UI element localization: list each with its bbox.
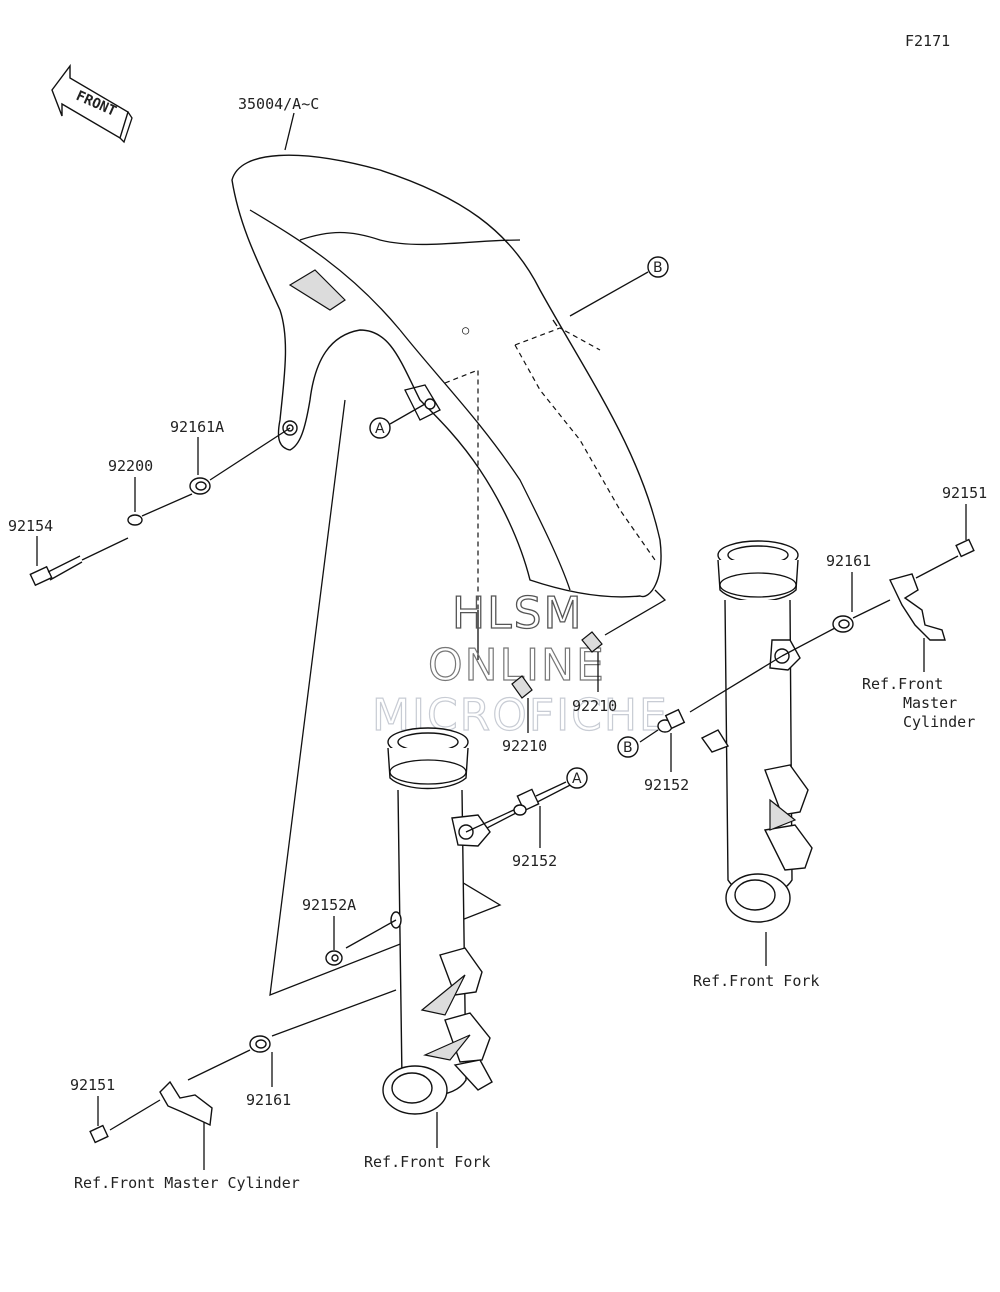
ref-master-cyl-right-2: Master — [903, 694, 957, 712]
callout-92154: 92154 — [8, 517, 53, 535]
collar-92152-right — [657, 708, 686, 733]
callout-92161-right: 92161 — [826, 552, 871, 570]
clip-92210-lower — [511, 675, 533, 699]
figure-code: F2171 — [905, 32, 950, 50]
ref-master-cyl-right-1: Ref.Front — [862, 675, 943, 693]
callout-92210-lower: 92210 — [502, 737, 547, 755]
collar-92152-left — [513, 788, 540, 816]
svg-text:B: B — [623, 740, 633, 756]
callout-92200: 92200 — [108, 457, 153, 475]
svg-text:B: B — [653, 260, 663, 276]
bracket-master-cylinder-right — [889, 573, 946, 641]
callout-92210-upper: 92210 — [572, 697, 617, 715]
ref-master-cyl-right-3: Cylinder — [903, 713, 975, 731]
callout-92161A: 92161A — [170, 418, 224, 436]
callout-92151-right: 92151 — [942, 484, 987, 502]
callout-92152A: 92152A — [302, 896, 356, 914]
callout-fender: 35004/A~C — [238, 95, 319, 113]
front-fender: ○ — [231, 154, 662, 598]
callout-92151-left: 92151 — [70, 1076, 115, 1094]
bolt-92154 — [29, 555, 83, 587]
bracket-master-cylinder-left — [159, 1080, 213, 1127]
fork-left — [382, 727, 493, 1115]
grommet-92161A — [189, 477, 211, 495]
fork-right — [700, 540, 813, 923]
clip-92210-upper — [581, 631, 603, 653]
callout-92152-right: 92152 — [644, 776, 689, 794]
collar-92152A — [325, 950, 343, 966]
marker-a-lower: A — [566, 767, 588, 789]
callout-92161-left: 92161 — [246, 1091, 291, 1109]
callout-92152-left: 92152 — [512, 852, 557, 870]
bolt-92151-right — [915, 538, 975, 579]
watermark-line1: HLSM — [452, 588, 584, 639]
ref-master-cyl-left: Ref.Front Master Cylinder — [74, 1174, 300, 1192]
ref-fork-left: Ref.Front Fork — [364, 1153, 490, 1171]
grommet-92161-right — [832, 615, 854, 633]
svg-text:A: A — [375, 421, 385, 437]
svg-text:A: A — [572, 771, 582, 787]
marker-b-lower: B — [617, 736, 639, 758]
ref-fork-right: Ref.Front Fork — [693, 972, 819, 990]
washer-92200 — [127, 514, 143, 526]
marker-b-upper: B — [647, 256, 669, 278]
front-arrow-icon: FRONT — [51, 63, 133, 144]
bolt-92151-left — [89, 1099, 161, 1144]
grommet-92161-left — [249, 1035, 271, 1053]
marker-a-upper: A — [369, 417, 391, 439]
svg-text:○: ○ — [462, 323, 469, 337]
